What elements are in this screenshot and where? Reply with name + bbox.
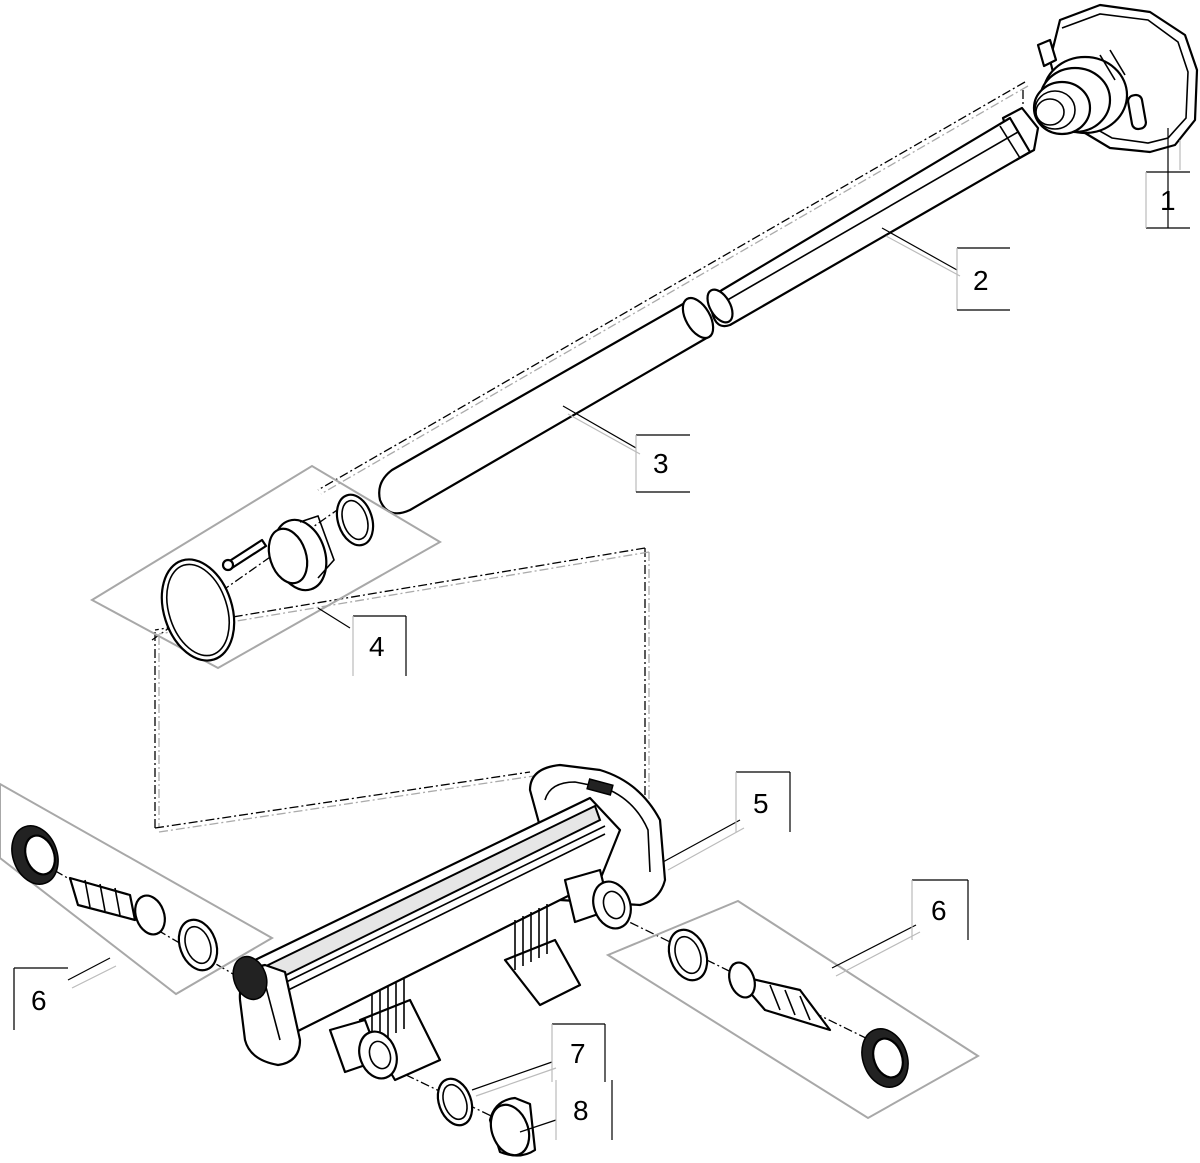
part-7-seal-ring	[436, 1077, 474, 1127]
callout-3: 3	[653, 448, 669, 479]
part-3-quartz-tube	[378, 296, 715, 515]
part-4-seal-set	[89, 464, 442, 670]
part-6-left-fitting-set	[0, 782, 275, 996]
callout-1: 1	[1160, 185, 1176, 216]
part-6-right-fitting-set	[605, 899, 980, 1120]
callout-2: 2	[973, 265, 989, 296]
callout-leaders	[13, 128, 1190, 1140]
callout-labels: 1 2 3 4 5 6 6 7 8	[31, 185, 1176, 1126]
callout-4: 4	[369, 631, 385, 662]
callout-5: 5	[753, 788, 769, 819]
part-2-uv-lamp	[706, 116, 1032, 328]
part-8-end-cap	[488, 1096, 537, 1157]
callout-6-right: 6	[931, 895, 947, 926]
part-1-lamp-head	[1001, 3, 1199, 162]
part-5-housing	[232, 763, 667, 1082]
callout-7: 7	[570, 1038, 586, 1069]
callout-6-left: 6	[31, 985, 47, 1016]
callout-8: 8	[573, 1095, 589, 1126]
